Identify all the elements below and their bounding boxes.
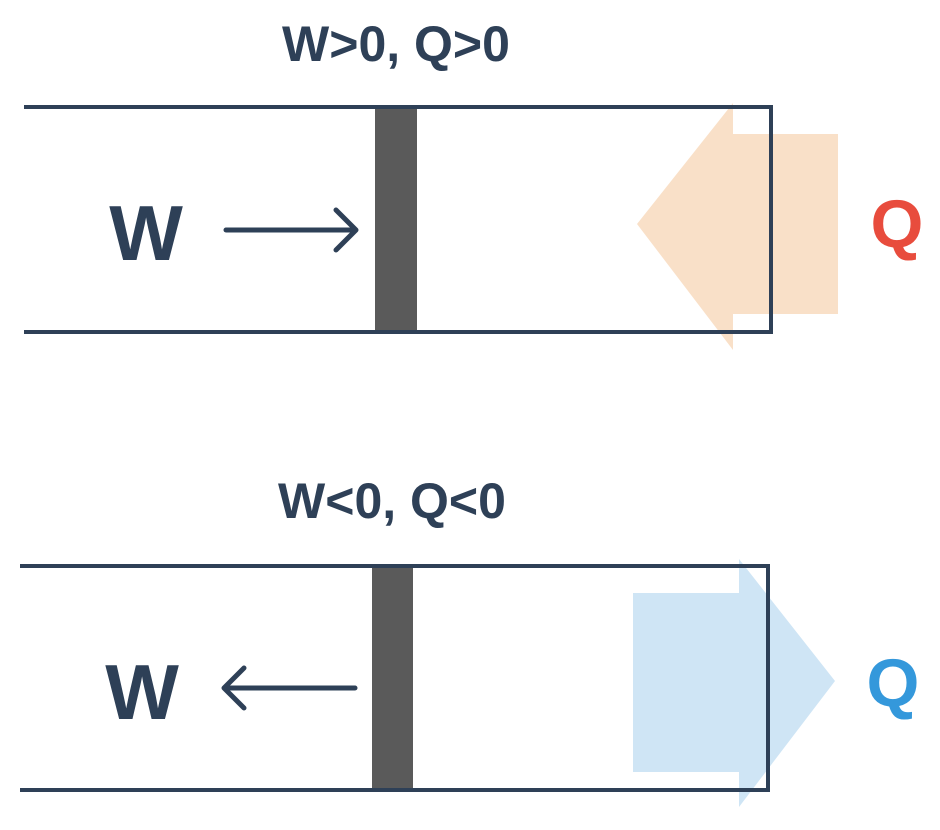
heat-label-top: Q — [871, 186, 924, 262]
panel-top-caption: W>0, Q>0 — [282, 16, 510, 72]
work-label-bottom: W — [105, 648, 179, 736]
cylinder-bottom — [20, 564, 770, 792]
work-left-arrow-icon — [221, 665, 358, 711]
heat-in-arrow-icon — [637, 103, 838, 350]
piston-bottom — [372, 568, 413, 788]
panel-top: W>0, Q>0 W Q — [24, 16, 923, 350]
panel-bottom: W<0, Q<0 W Q — [20, 473, 919, 807]
work-right-arrow-icon — [223, 207, 359, 253]
work-label-top: W — [109, 189, 183, 277]
cylinder-top — [24, 105, 773, 334]
heat-label-bottom: Q — [867, 645, 920, 721]
panel-bottom-caption: W<0, Q<0 — [278, 473, 506, 529]
heat-out-arrow-icon — [633, 559, 835, 807]
piston-top — [375, 109, 417, 330]
